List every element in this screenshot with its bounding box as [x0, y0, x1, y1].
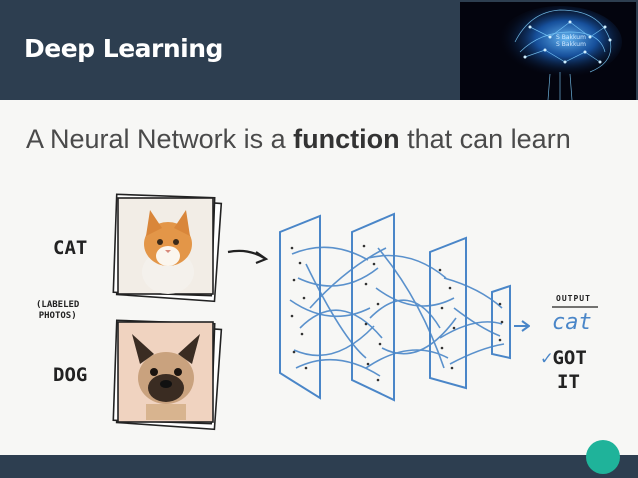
slide-nav-circle[interactable]: [586, 440, 620, 474]
labeled-photos-note: (LABELED PHOTOS): [36, 300, 80, 321]
network-layer-4: [491, 284, 511, 360]
slide-content: A Neural Network is a function that can …: [0, 100, 638, 455]
network-layer-3: [429, 236, 467, 390]
output-value: cat: [552, 310, 592, 335]
check-mark-icon: ✓: [541, 347, 553, 369]
output-label: OUTPUT: [556, 294, 591, 303]
header-bar: Deep Learning: [0, 0, 638, 100]
output-underline: [552, 306, 598, 308]
input-arrow-icon: [227, 249, 269, 265]
footer-bar: [0, 455, 638, 478]
logo-text: S Bakkum S Bakkum: [556, 34, 586, 48]
dog-label: DOG: [53, 364, 88, 386]
neural-network-diagram: [279, 212, 530, 402]
brain-logo-image: S Bakkum S Bakkum: [460, 2, 636, 100]
brain-circuit-icon: [498, 6, 622, 100]
network-layer-2: [351, 212, 395, 402]
slide-title: Deep Learning: [24, 34, 223, 63]
network-layer-1: [279, 214, 321, 400]
cat-image: [142, 210, 194, 294]
slide-subtitle: A Neural Network is a function that can …: [26, 124, 571, 154]
got-it-text: ✓GOT IT: [541, 347, 587, 393]
cat-label: CAT: [53, 237, 88, 259]
dog-image: [132, 334, 200, 420]
cat-photo-stack: [112, 193, 223, 303]
dog-photo-stack: [112, 319, 223, 431]
